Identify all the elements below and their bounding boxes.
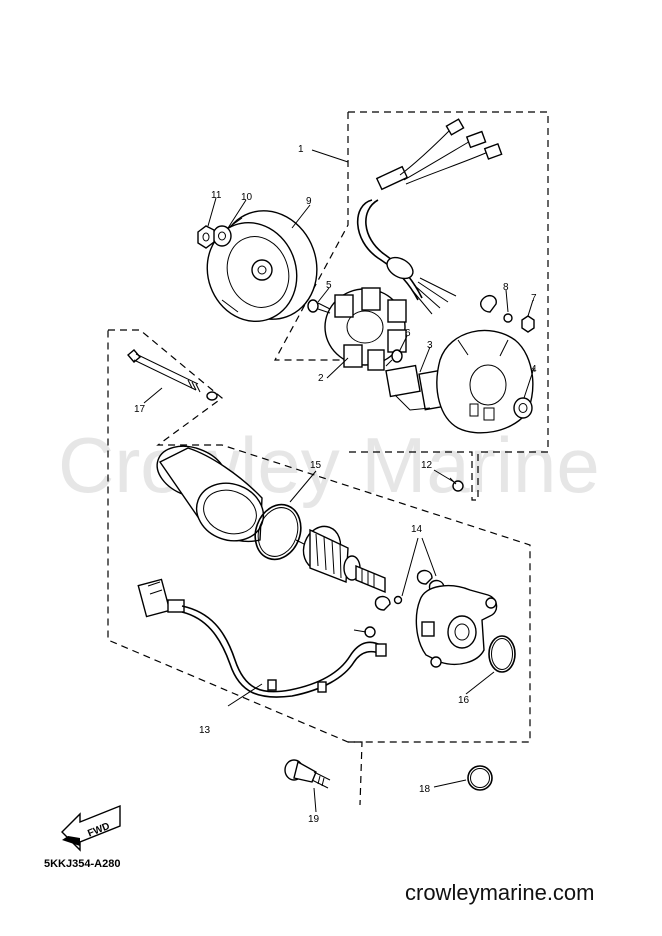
callout-11: 11 [211,190,222,201]
through-bolt-17 [127,349,218,401]
callout-5: 5 [326,280,332,291]
callout-6: 6 [405,328,411,339]
callout-14: 14 [411,524,423,535]
starter-yoke [156,445,265,542]
screw-5 [307,299,331,314]
stator-base-plate [436,329,534,434]
website-footer: crowleymarine.com [405,880,595,905]
starter-lead-wire-13 [137,578,387,698]
callout-9: 9 [306,196,312,207]
callout-12: 12 [421,460,433,471]
diagram-code: 5KKJ354-A280 [44,858,121,870]
starter-end-cover [415,584,498,668]
callout-13: 13 [199,725,211,736]
callout-15: 15 [310,460,322,471]
armature [295,525,386,594]
o-ring-16 [488,635,516,673]
callout-7: 7 [531,293,537,304]
o-ring-15 [254,503,302,561]
callout-17: 17 [134,404,146,415]
stator-coil [324,287,407,371]
callout-19: 19 [308,814,320,825]
callout-8: 8 [503,282,509,293]
watermark-text: Crowley Marine [58,421,600,509]
callout-2: 2 [318,373,324,384]
screw-6 [385,349,403,367]
clamp-8 [480,294,513,323]
callout-4: 4 [531,364,537,375]
fwd-arrow-icon: FWD [61,804,121,852]
flywheel-rotor [206,210,318,323]
callout-18: 18 [419,784,431,795]
oil-seal-4 [513,397,533,419]
nut-11 [197,225,215,249]
callout-10: 10 [241,192,253,203]
lower-group-outline [107,329,531,743]
washer-10 [212,225,232,247]
bolt-group-outline [348,741,363,806]
callout-1: 1 [298,144,304,155]
stator-group-outline [273,112,349,361]
bolt-7 [521,315,535,333]
callout-3: 3 [427,340,433,351]
callout-16: 16 [458,695,470,706]
bolt-19 [284,759,331,789]
o-ring-18 [467,765,493,791]
leader-lines [143,149,535,813]
stator-wire-harness [356,118,503,315]
upper-group-outline [348,111,549,501]
